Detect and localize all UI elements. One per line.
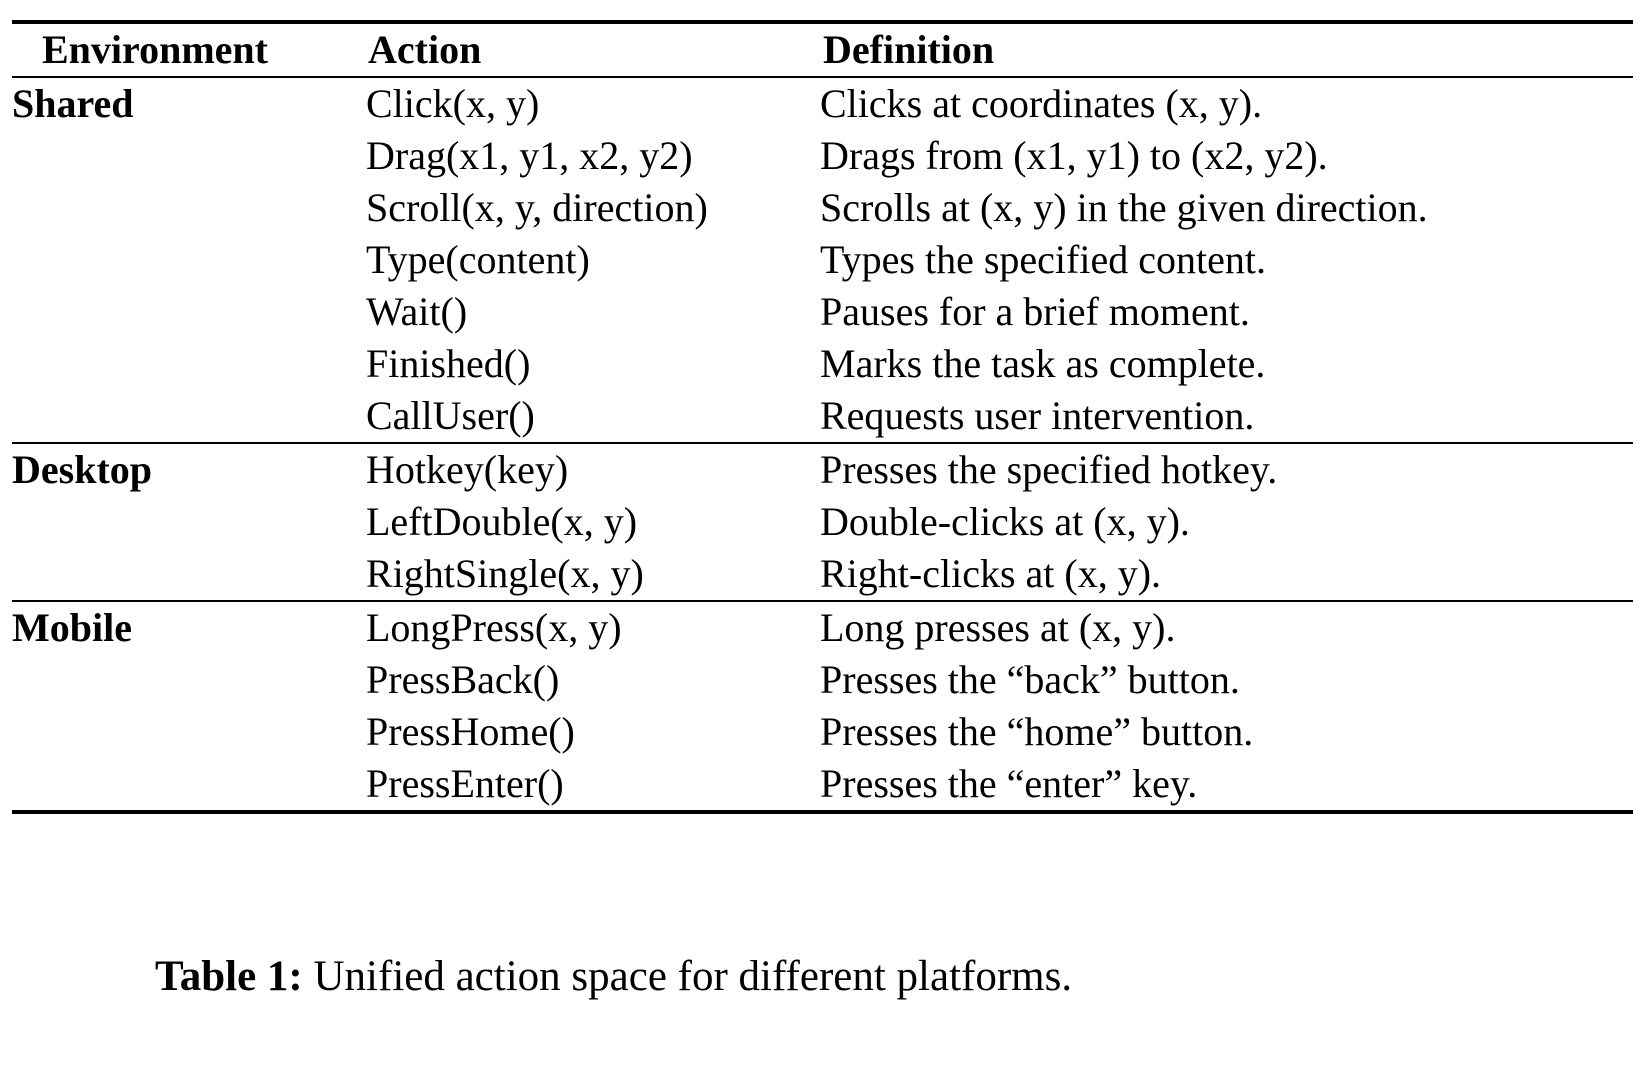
action-cell: CallUser() — [366, 393, 535, 438]
definition-list-shared: Clicks at coordinates (x, y). Drags from… — [820, 78, 1633, 442]
action-cell: PressHome() — [366, 709, 575, 754]
action-cell: Click(x, y) — [366, 81, 540, 126]
action-cell: Hotkey(key) — [366, 447, 569, 492]
environment-label-desktop: Desktop — [12, 447, 153, 492]
action-list-mobile: LongPress(x, y) PressBack() PressHome() … — [366, 602, 820, 810]
table-group-shared: Shared Click(x, y) Drag(x1, y1, x2, y2) … — [12, 78, 1633, 442]
table-bottom-rule — [12, 810, 1633, 814]
definition-cell: Double-clicks at (x, y). — [820, 499, 1190, 544]
definition-cell: Pauses for a brief moment. — [820, 289, 1250, 334]
column-header-action: Action — [368, 27, 482, 72]
action-cell: PressEnter() — [366, 761, 564, 806]
action-cell: Wait() — [366, 289, 468, 334]
table-row: Desktop Hotkey(key) LeftDouble(x, y) Rig… — [12, 444, 1633, 600]
header-bottom-rule — [12, 76, 1633, 78]
definition-cell: Presses the “home” button. — [820, 709, 1254, 754]
definition-cell: Presses the “back” button. — [820, 657, 1240, 702]
action-cell: LongPress(x, y) — [366, 605, 622, 650]
definition-cell: Drags from (x1, y1) to (x2, y2). — [820, 133, 1328, 178]
table-row: Mobile LongPress(x, y) PressBack() Press… — [12, 602, 1633, 810]
definition-list-mobile: Long presses at (x, y). Presses the “bac… — [820, 602, 1633, 810]
action-space-table: Environment Action Definition Shared Cli… — [12, 20, 1633, 814]
action-cell: Type(content) — [366, 237, 590, 282]
definition-cell: Marks the task as complete. — [820, 341, 1266, 386]
group-divider-rule-desktop-mobile — [12, 600, 1633, 602]
action-cell: PressBack() — [366, 657, 560, 702]
action-cell: Drag(x1, y1, x2, y2) — [366, 133, 693, 178]
action-cell: Scroll(x, y, direction) — [366, 185, 708, 230]
caption-label: Table 1: — [155, 953, 303, 1000]
definition-cell: Presses the specified hotkey. — [820, 447, 1278, 492]
action-cell: RightSingle(x, y) — [366, 551, 644, 596]
definition-cell: Types the specified content. — [820, 237, 1266, 282]
definition-list-desktop: Presses the specified hotkey. Double-cli… — [820, 444, 1633, 600]
table-group-mobile: Mobile LongPress(x, y) PressBack() Press… — [12, 602, 1633, 810]
definition-cell: Presses the “enter” key. — [820, 761, 1198, 806]
definition-cell: Right-clicks at (x, y). — [820, 551, 1162, 596]
caption-text: Unified action space for different platf… — [302, 953, 1073, 1000]
definition-cell: Clicks at coordinates (x, y). — [820, 81, 1263, 126]
definition-cell: Long presses at (x, y). — [820, 605, 1176, 650]
environment-label-mobile: Mobile — [12, 605, 132, 650]
action-list-desktop: Hotkey(key) LeftDouble(x, y) RightSingle… — [366, 444, 820, 600]
action-cell: Finished() — [366, 341, 531, 386]
column-header-environment: Environment — [42, 27, 268, 72]
table-row: Shared Click(x, y) Drag(x1, y1, x2, y2) … — [12, 78, 1633, 442]
table-top-rule — [12, 20, 1633, 24]
table-caption: Table 1: Unified action space for differ… — [155, 948, 1555, 1006]
table-header-row: Environment Action Definition — [12, 24, 1633, 76]
column-header-definition: Definition — [823, 27, 995, 72]
environment-label-shared: Shared — [12, 81, 134, 126]
definition-cell: Scrolls at (x, y) in the given direction… — [820, 185, 1428, 230]
table-header: Environment Action Definition — [12, 24, 1633, 76]
action-list-shared: Click(x, y) Drag(x1, y1, x2, y2) Scroll(… — [366, 78, 820, 442]
group-divider-rule-shared-desktop — [12, 442, 1633, 444]
table-group-desktop: Desktop Hotkey(key) LeftDouble(x, y) Rig… — [12, 444, 1633, 600]
action-cell: LeftDouble(x, y) — [366, 499, 638, 544]
definition-cell: Requests user intervention. — [820, 393, 1255, 438]
